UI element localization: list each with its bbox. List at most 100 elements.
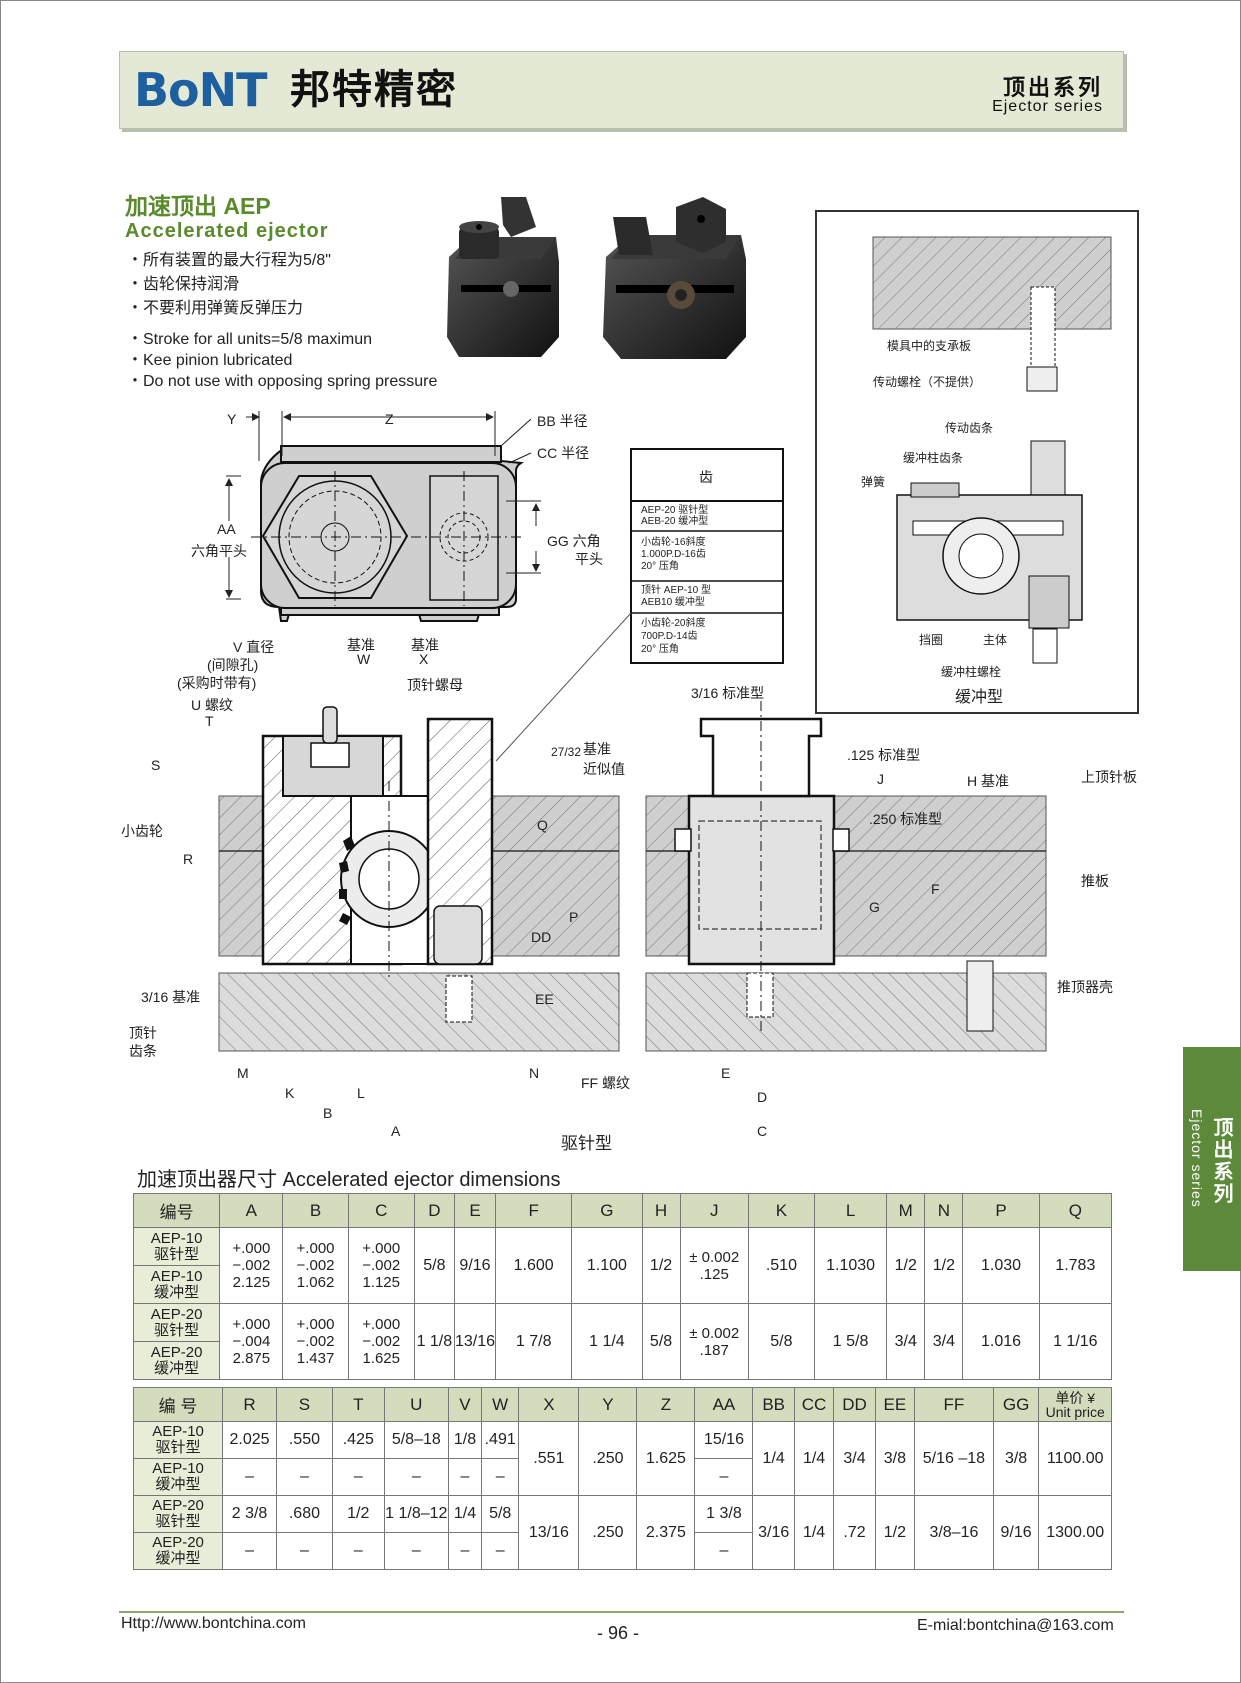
cell-AA: –	[694, 1532, 754, 1570]
col-header: 编 号	[132, 1387, 224, 1422]
feature-item: ・Do not use with opposing spring pressur…	[127, 373, 438, 390]
dim-R: R	[183, 851, 194, 867]
top-plate-label: 上顶针板	[1081, 769, 1137, 785]
cell-W: –	[481, 1458, 520, 1496]
col-header: N	[924, 1193, 964, 1228]
dim-N: N	[529, 1065, 540, 1081]
page-number: - 96 -	[597, 1623, 640, 1643]
cell-M: 1/2	[886, 1227, 926, 1304]
dim-FF: FF 螺纹	[581, 1075, 630, 1091]
feature-item: ・齿轮保持润滑	[127, 276, 240, 293]
dim-DD: DD	[531, 929, 552, 945]
feature-item: ・Stroke for all units=5/8 maximun	[127, 331, 372, 348]
cell-Z: 1.625	[636, 1421, 696, 1496]
table-header-row: 编号 A B C D E F G H J K L M N P Q	[132, 1193, 1113, 1228]
cell-P: 1.016	[962, 1303, 1040, 1380]
dim-X: X	[419, 651, 429, 667]
photo-ejector-small	[447, 197, 559, 357]
feature-item: ・所有装置的最大行程为5/8"	[127, 252, 331, 269]
dim-Z: Z	[385, 411, 394, 427]
datum-approx-2: 近似值	[583, 761, 625, 777]
feature-item: ・Kee pinion lubricated	[127, 352, 293, 369]
cell-H: 5/8	[641, 1303, 681, 1380]
col-header: BB	[752, 1387, 795, 1422]
cell-W: –	[481, 1532, 520, 1570]
col-header: Y	[578, 1387, 638, 1422]
cell-Q: 1.783	[1038, 1227, 1113, 1304]
cell-Y: .250	[578, 1495, 638, 1570]
cell-T: –	[331, 1532, 385, 1570]
cell-E: 13/16	[453, 1303, 497, 1380]
footer-email[interactable]: E-mial:bontchina@163.com	[917, 1617, 1114, 1634]
drive-rack-label: 传动齿条	[945, 421, 994, 435]
frac-27-32: 27/32	[551, 745, 582, 759]
technical-drawing	[218, 210, 1139, 1052]
cell-L: 1.1030	[813, 1227, 888, 1304]
ejector-nut-label: 顶针螺母	[407, 677, 463, 693]
side-tab-en: Ejector series	[1189, 1109, 1205, 1208]
std-3-16: 3/16 标准型	[691, 685, 765, 701]
drive-bolt-label: 传动螺栓（不提供）	[873, 375, 982, 389]
buffer-type-inset	[815, 210, 1139, 714]
cell-AA: 15/16	[694, 1421, 754, 1459]
push-plate-label: 推板	[1081, 873, 1109, 889]
cell-GG: 3/8	[992, 1421, 1040, 1496]
dim-W: W	[357, 651, 371, 667]
datum-H: H 基准	[967, 773, 1009, 789]
dim-CC: CC 半径	[537, 445, 590, 461]
dim-C: C	[757, 1123, 768, 1139]
footer-url[interactable]: Http://www.bontchina.com	[121, 1615, 306, 1632]
cell-X: .551	[518, 1421, 580, 1496]
rack-label-2: 齿条	[129, 1043, 157, 1059]
col-header-price: 单价 ¥Unit price	[1038, 1387, 1112, 1422]
buffer-rack-label: 缓冲柱齿条	[903, 451, 964, 465]
cell-R: 2 3/8	[222, 1495, 277, 1533]
col-header: U	[383, 1387, 449, 1422]
cell-GG: 9/16	[992, 1495, 1040, 1570]
cell-AA: –	[694, 1458, 754, 1496]
cell-U: –	[383, 1532, 449, 1570]
dim-D: D	[757, 1089, 768, 1105]
cell-price: 1100.00	[1038, 1421, 1112, 1496]
col-header: AA	[694, 1387, 754, 1422]
dim-Y: Y	[227, 411, 237, 427]
dim-U: U 螺纹	[191, 697, 233, 713]
cell-J: ± 0.002.125	[679, 1227, 749, 1304]
pinion-label: 小齿轮	[121, 823, 163, 839]
table-header-row: 编 号 R S T U V W X Y Z AA BB CC DD EE FF …	[132, 1387, 1112, 1422]
bont-logo: BoNT	[134, 63, 268, 117]
dim-V-note1: (间隙孔)	[207, 657, 259, 673]
retainer-label: 挡圈	[919, 633, 944, 647]
datum-W: 基准	[347, 637, 375, 653]
drive-type-caption: 驱针型	[561, 1134, 612, 1153]
col-header: M	[886, 1193, 926, 1228]
col-header: H	[641, 1193, 681, 1228]
cell-DD: 3/4	[833, 1421, 876, 1496]
cell-EE: 3/8	[874, 1421, 916, 1496]
col-header: J	[679, 1193, 749, 1228]
cell-D: 5/8	[413, 1227, 455, 1304]
cell-CC: 1/4	[793, 1495, 835, 1570]
col-header: EE	[874, 1387, 916, 1422]
series-title-en: Ejector series	[992, 98, 1103, 115]
cell-FF: 3/8–16	[914, 1495, 994, 1570]
dim-V-note2: (采购时带有)	[177, 675, 257, 691]
cell-R: –	[222, 1532, 277, 1570]
dim-K: K	[285, 1085, 295, 1101]
